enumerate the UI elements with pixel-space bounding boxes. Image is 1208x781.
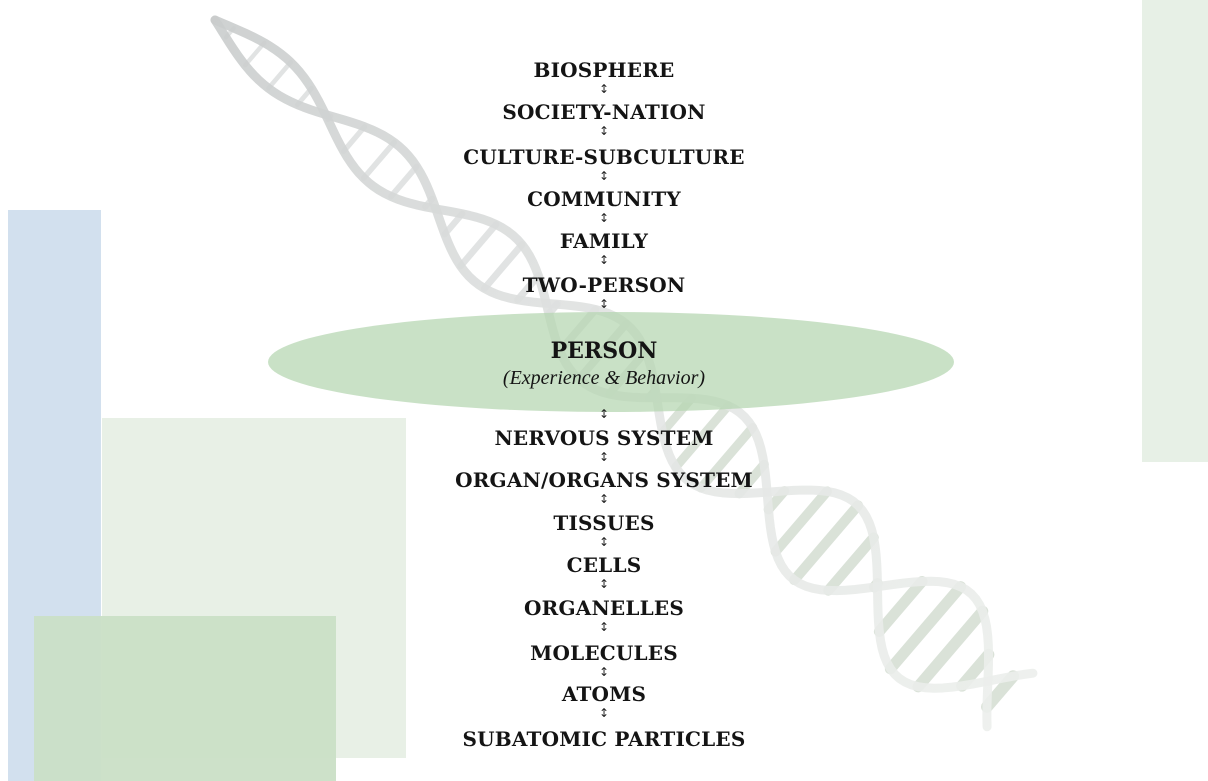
level-label-organelles: ORGANELLES: [0, 596, 1208, 620]
level-label-biosphere: BIOSPHERE: [0, 58, 1208, 82]
connector-arrow-icon: ↕: [0, 212, 1208, 224]
connector-arrow-icon: ↕: [0, 666, 1208, 678]
connector-arrow-icon: ↕: [0, 83, 1208, 95]
connector-arrow-icon: ↕: [0, 707, 1208, 719]
level-label-community: COMMUNITY: [0, 187, 1208, 211]
person-level-title: PERSON: [0, 338, 1208, 364]
connector-arrow-icon: ↕: [0, 578, 1208, 590]
person-level-subtitle: (Experience & Behavior): [0, 366, 1208, 390]
level-label-two-person: TWO-PERSON: [0, 273, 1208, 297]
connector-arrow-icon: ↕: [0, 408, 1208, 420]
level-label-family: FAMILY: [0, 229, 1208, 253]
level-label-organ-organs-system: ORGAN/ORGANS SYSTEM: [0, 468, 1208, 492]
connector-arrow-icon: ↕: [0, 621, 1208, 633]
level-label-culture-subculture: CULTURE-SUBCULTURE: [0, 145, 1208, 169]
level-label-nervous-system: NERVOUS SYSTEM: [0, 426, 1208, 450]
connector-arrow-icon: ↕: [0, 254, 1208, 266]
connector-arrow-icon: ↕: [0, 536, 1208, 548]
connector-arrow-icon: ↕: [0, 493, 1208, 505]
level-label-cells: CELLS: [0, 553, 1208, 577]
level-label-atoms: ATOMS: [0, 682, 1208, 706]
connector-arrow-icon: ↕: [0, 451, 1208, 463]
level-label-molecules: MOLECULES: [0, 641, 1208, 665]
level-label-tissues: TISSUES: [0, 511, 1208, 535]
connector-arrow-icon: ↕: [0, 298, 1208, 310]
level-label-subatomic-particles: SUBATOMIC PARTICLES: [0, 727, 1208, 751]
connector-arrow-icon: ↕: [0, 125, 1208, 137]
connector-arrow-icon: ↕: [0, 170, 1208, 182]
level-label-society-nation: SOCIETY-NATION: [0, 100, 1208, 124]
